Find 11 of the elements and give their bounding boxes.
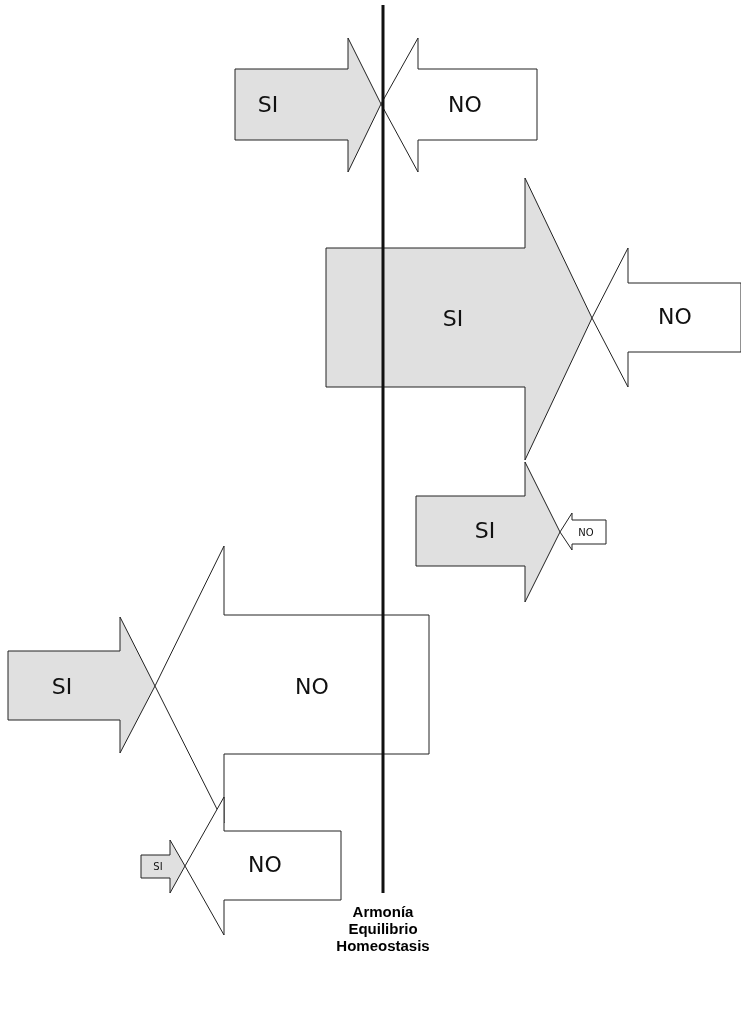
arrow-label: NO [578, 526, 594, 538]
arrow-label: NO [295, 673, 329, 699]
arrow-label: SI [474, 517, 496, 543]
arrow-label: SI [153, 860, 163, 872]
axis-caption: Armonía Equilibrio Homeostasis [335, 903, 431, 954]
arrow-label: NO [658, 303, 692, 329]
arrow-label: SI [257, 91, 279, 117]
arrow-label: SI [442, 305, 464, 331]
arrow-label: NO [248, 851, 282, 877]
arrow-label: NO [448, 91, 482, 117]
arrow-label: SI [51, 673, 73, 699]
